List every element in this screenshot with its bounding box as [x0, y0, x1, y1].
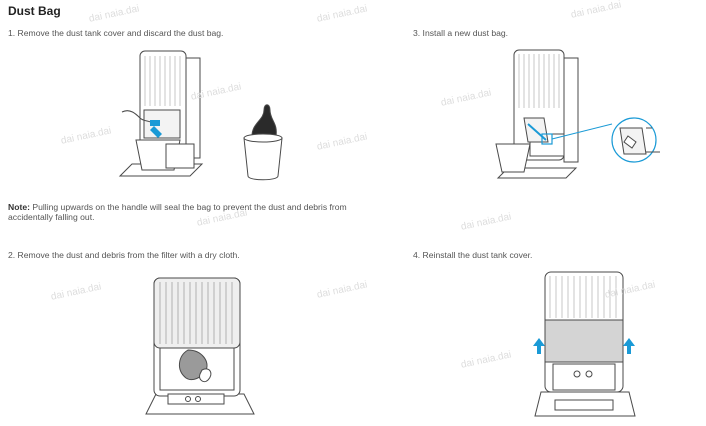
watermark: dai naia.dai — [570, 0, 623, 21]
clean-filter-illustration — [145, 277, 255, 415]
watermark: dai naia.dai — [50, 281, 103, 303]
watermark: dai naia.dai — [440, 87, 493, 109]
watermark: dai naia.dai — [88, 3, 141, 25]
watermark: dai naia.dai — [60, 125, 113, 147]
watermark: dai naia.dai — [316, 131, 369, 153]
watermark: dai naia.dai — [460, 211, 513, 233]
note-label: Note: — [8, 202, 30, 212]
note-body: Pulling upwards on the handle will seal … — [8, 202, 347, 223]
watermark: dai naia.dai — [460, 349, 513, 371]
step-4-text: 4. Reinstall the dust tank cover. — [413, 250, 533, 260]
step-3-text: 3. Install a new dust bag. — [413, 28, 509, 38]
watermark: dai naia.dai — [316, 279, 369, 301]
install-new-bag-illustration — [495, 49, 660, 179]
note-text: Note: Pulling upwards on the handle will… — [8, 202, 388, 223]
watermark: dai naia.dai — [316, 3, 369, 25]
reinstall-cover-illustration — [533, 271, 636, 417]
remove-dust-bag-illustration — [118, 50, 283, 181]
step-1-text: 1. Remove the dust tank cover and discar… — [8, 28, 224, 38]
section-title: Dust Bag — [8, 4, 61, 18]
step-2-text: 2. Remove the dust and debris from the f… — [8, 250, 240, 260]
